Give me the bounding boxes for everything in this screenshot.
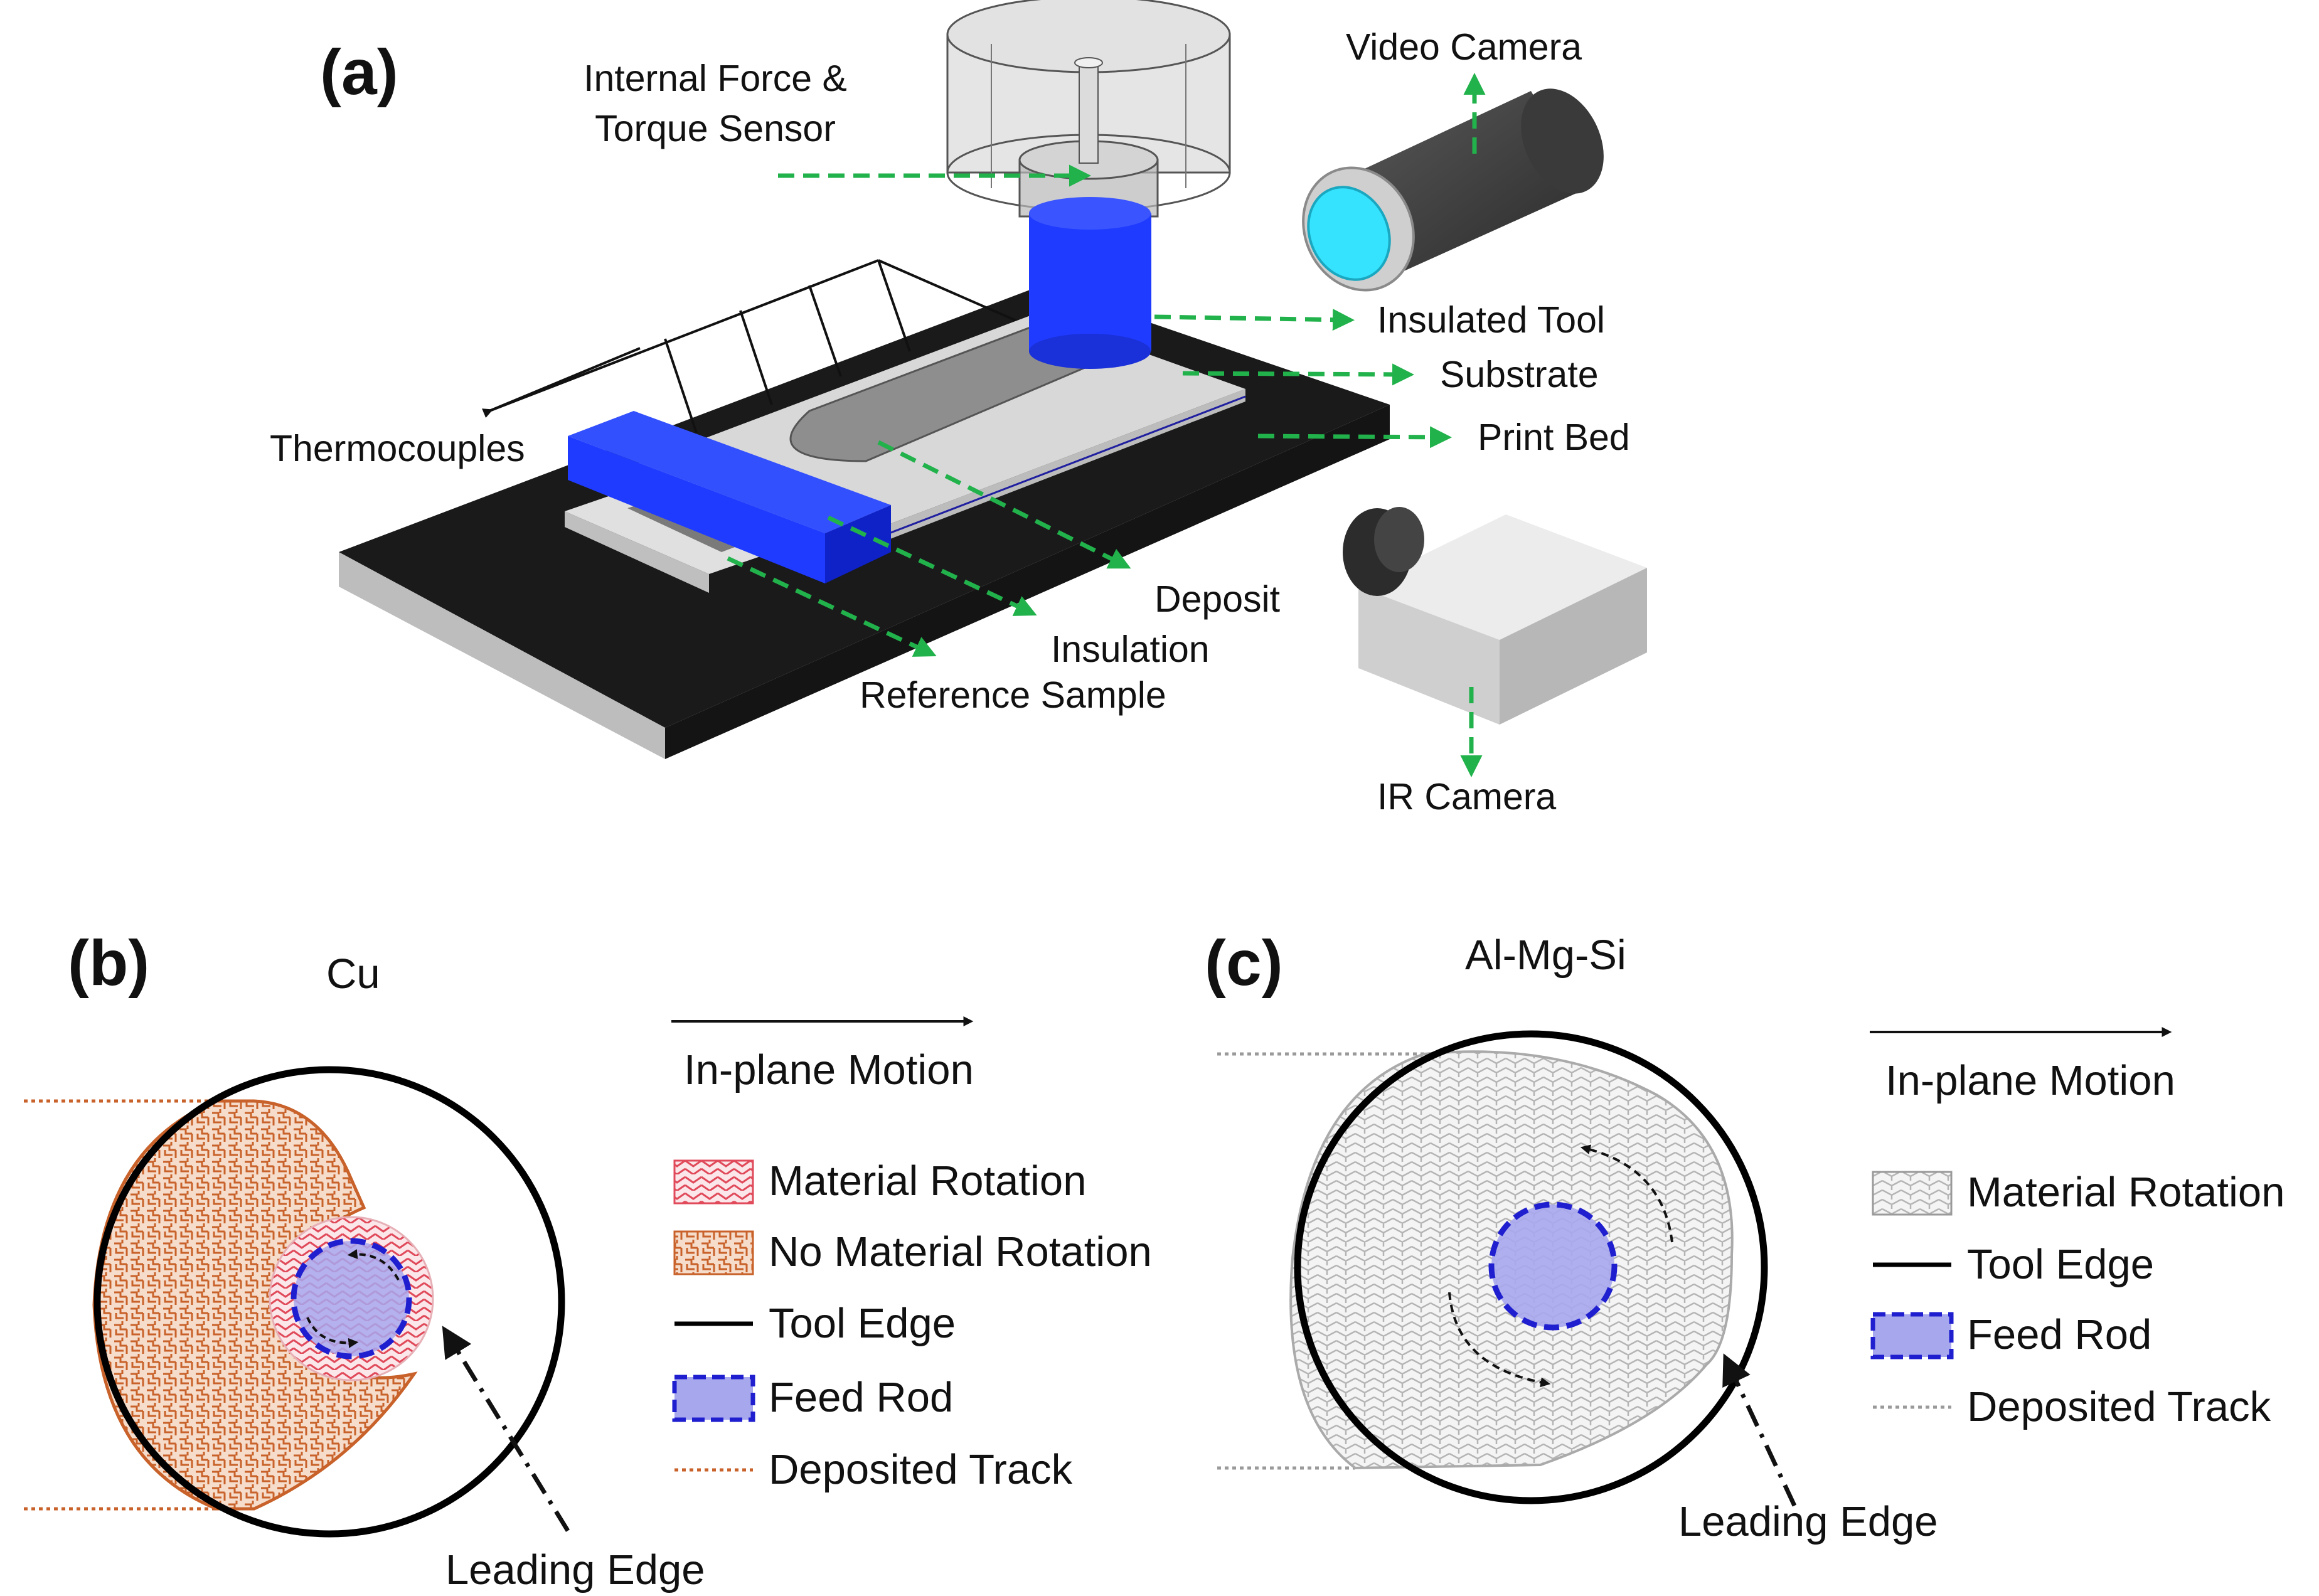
legend-no-material-rotation: No Material Rotation — [769, 1228, 1152, 1275]
panel-label-b: (b) — [68, 927, 149, 999]
feed-rod-c — [1488, 1201, 1618, 1331]
rotation-arrow-b1 — [347, 1249, 400, 1280]
callout-labels: Internal Force & Torque Sensor Video Cam… — [270, 26, 1630, 817]
panel-a: (a) — [270, 0, 1647, 817]
label-deposit: Deposit — [1154, 578, 1280, 620]
legend-c: Material Rotation Tool Edge Feed Rod Dep… — [1870, 1169, 2284, 1430]
legend-b: Material Rotation No Material Rotation T… — [672, 1157, 1152, 1493]
legend-material-rotation-c: Material Rotation — [1967, 1169, 2284, 1216]
ir-camera — [1343, 507, 1647, 725]
panel-c: (c) Al-Mg-Si Leading Edge In-plane Motio… — [1205, 927, 2284, 1545]
tool-edge-c — [1294, 1030, 1768, 1504]
legend-swatch-feed-rod-c — [1870, 1312, 1954, 1359]
panel-label-c: (c) — [1205, 927, 1283, 999]
legend-tool-edge-b: Tool Edge — [769, 1300, 956, 1347]
label-insulation: Insulation — [1051, 629, 1210, 670]
label-video-camera: Video Camera — [1346, 26, 1582, 68]
legend-tool-edge-c: Tool Edge — [1967, 1241, 2154, 1288]
material-label-b: Cu — [326, 950, 380, 998]
legend-swatch-no-material-rotation — [673, 1230, 754, 1275]
legend-deposited-track-b: Deposited Track — [769, 1446, 1073, 1493]
legend-swatch-material-rotation-c — [1872, 1171, 1953, 1216]
legend-feed-rod-b: Feed Rod — [769, 1374, 953, 1421]
legend-material-rotation-b: Material Rotation — [769, 1157, 1086, 1205]
label-thermocouples: Thermocouples — [270, 428, 525, 469]
label-reference-sample: Reference Sample — [860, 674, 1166, 716]
legend-feed-rod-c: Feed Rod — [1967, 1311, 2151, 1358]
label-ir-camera: IR Camera — [1377, 776, 1556, 817]
panel-label-a: (a) — [320, 36, 398, 108]
panel-b: (b) Cu Leading Edge In-plane Motion Mate… — [24, 927, 1152, 1593]
motion-label-b: In-plane Motion — [684, 1046, 974, 1093]
insulation-bar — [568, 411, 891, 583]
leading-edge-arrow-c — [1722, 1353, 1797, 1507]
label-sensor-line2: Torque Sensor — [595, 108, 836, 149]
label-sensor-line1: Internal Force & — [584, 58, 847, 99]
rotation-arrow-c1 — [1580, 1144, 1673, 1243]
rotation-arrow-c2 — [1448, 1292, 1551, 1388]
legend-swatch-feed-rod-b — [672, 1375, 755, 1422]
label-insulated-tool: Insulated Tool — [1377, 299, 1605, 341]
leading-edge-label-b: Leading Edge — [445, 1546, 705, 1593]
insulated-tool — [1029, 197, 1151, 369]
feed-rod-b — [291, 1238, 412, 1359]
label-print-bed: Print Bed — [1478, 417, 1630, 458]
deposited-track-lines-b — [24, 1099, 216, 1511]
tool-edge-b — [93, 1066, 565, 1538]
force-torque-sensor — [946, 0, 1231, 218]
motion-label-c: In-plane Motion — [1885, 1057, 2175, 1104]
label-substrate: Substrate — [1440, 354, 1599, 395]
material-label-c: Al-Mg-Si — [1465, 932, 1626, 979]
thermocouple-wires — [482, 259, 1030, 434]
callout-arrows — [727, 73, 1486, 777]
rotation-arrow-b2 — [306, 1317, 359, 1348]
leading-edge-label-c: Leading Edge — [1678, 1498, 1938, 1545]
deposited-track-lines-c — [1217, 1052, 1424, 1470]
leading-edge-arrow-b — [442, 1326, 570, 1532]
video-camera — [1302, 88, 1604, 292]
legend-deposited-track-c: Deposited Track — [1967, 1383, 2271, 1430]
legend-swatch-material-rotation-b — [673, 1159, 754, 1205]
